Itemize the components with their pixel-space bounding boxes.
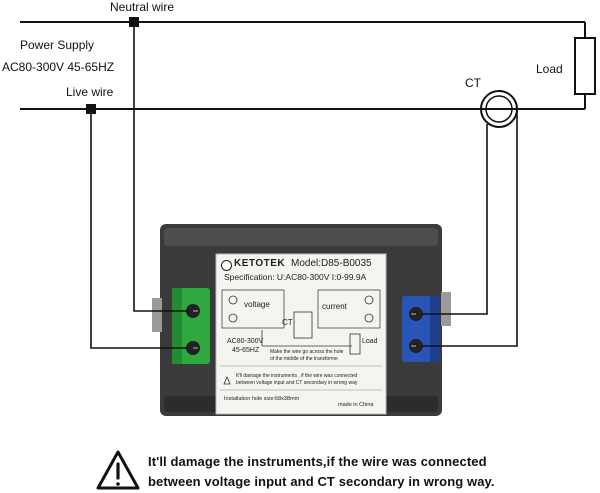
ct-lead-2-wire <box>416 111 518 347</box>
sticker-specification: Specification: U:AC80-300V I:0-99.9A <box>224 272 367 282</box>
sticker-terminal-1 <box>228 295 238 305</box>
sticker-voltage-label: voltage <box>244 300 270 309</box>
sticker-model: Model:D85-B0035 <box>291 258 372 269</box>
sticker-voltage-range-2: 45-65HZ <box>232 347 260 354</box>
meter-top-bevel <box>164 228 438 246</box>
sticker-voltage-box <box>221 289 285 329</box>
sticker-current-box <box>317 289 381 329</box>
sticker-damage-2: between voltage input and CT secondary i… <box>236 380 358 386</box>
sticker-voltage-range-1: AC80-300V <box>227 338 264 345</box>
sticker-instruction-1: Make the wire go across the hole <box>270 349 344 355</box>
sticker-brand: KETOTEK <box>234 258 286 269</box>
warning-line-1: It'll damage the instruments,if the wire… <box>148 454 487 469</box>
load-label: Load <box>536 62 563 76</box>
sticker-ct-label: CT <box>282 318 293 327</box>
warning-line-2: between voltage input and CT secondary i… <box>148 474 495 489</box>
power-supply-spec-label: AC80-300V 45-65HZ <box>2 60 115 74</box>
ct-inner-ring <box>485 95 513 123</box>
warning-triangle-icon <box>96 450 140 490</box>
blue-terminal-ridge <box>430 296 440 362</box>
sticker-load-label: Load <box>362 338 378 345</box>
sticker-damage-1: It'll damage the instruments , if the wi… <box>236 373 358 379</box>
live-to-meter-wire <box>90 109 193 349</box>
sticker-warning-icon <box>223 375 231 385</box>
sticker-made-in: made in China <box>338 402 374 408</box>
meter-right-clip <box>441 292 451 326</box>
live-wire-label: Live wire <box>66 85 114 99</box>
sticker-instruction-2: of the middle of the transforme <box>270 356 338 362</box>
ct-label: CT <box>465 76 481 90</box>
sticker-terminal-3 <box>364 295 374 305</box>
meter-left-clip <box>152 298 162 332</box>
load-resistor <box>574 37 596 95</box>
neutral-to-meter-wire <box>133 22 193 312</box>
sticker-terminal-2 <box>228 313 238 323</box>
sticker-terminal-4 <box>364 313 374 323</box>
sticker-load-box <box>349 333 361 355</box>
sticker-current-label: current <box>322 302 347 311</box>
ct-lead-1-wire <box>416 124 488 315</box>
neutral-wire-label: Neutral wire <box>110 0 175 14</box>
sticker-ct-box <box>293 311 313 339</box>
sticker-install-hole: Installation hole size:68x38mm <box>224 396 300 402</box>
ct-outer-ring <box>480 90 518 128</box>
ketotek-logo-icon <box>221 260 232 271</box>
power-supply-label: Power Supply <box>20 38 95 52</box>
green-terminal-ridge <box>172 288 182 364</box>
